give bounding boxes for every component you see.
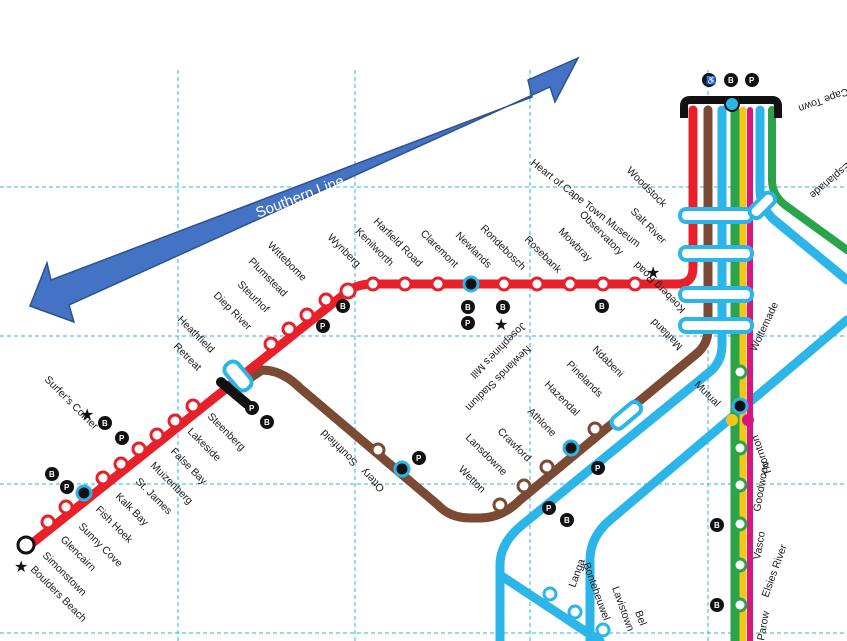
station-bonteheuwel-dot[interactable] bbox=[569, 606, 581, 618]
svg-text:B: B bbox=[340, 302, 346, 311]
station-lansdowne-dot[interactable] bbox=[518, 480, 530, 492]
station-claremont-dot[interactable] bbox=[432, 278, 444, 290]
label-surfers-corner: Surfer's Corner bbox=[42, 374, 101, 433]
svg-text:P: P bbox=[320, 322, 326, 331]
svg-text:B: B bbox=[714, 601, 720, 610]
label-ndabeni: Ndabeni bbox=[590, 344, 626, 380]
station-thornton-dot[interactable] bbox=[734, 442, 746, 454]
station-parow-dot[interactable] bbox=[734, 599, 746, 611]
station-goodwood-dot[interactable] bbox=[734, 479, 746, 491]
svg-text:P: P bbox=[749, 76, 755, 85]
station-plumstead-dot[interactable] bbox=[301, 309, 313, 321]
station-diep-river-dot[interactable] bbox=[265, 338, 277, 350]
svg-text:B: B bbox=[500, 303, 506, 312]
station-wetton-dot[interactable] bbox=[494, 499, 506, 511]
label-lavistown: Lavistown bbox=[609, 585, 636, 633]
cape-town-station[interactable] bbox=[725, 97, 739, 111]
svg-text:P: P bbox=[64, 483, 70, 492]
interchange-maitland[interactable] bbox=[680, 319, 752, 332]
station-vasco-dot[interactable] bbox=[734, 518, 746, 530]
station-false-bay-dot[interactable] bbox=[151, 429, 163, 441]
station-kalk-bay-dot[interactable] bbox=[97, 472, 109, 484]
label-mutual: Mutual bbox=[692, 379, 723, 410]
label-cape-town: Cape Town bbox=[797, 85, 847, 114]
station-harfield-dot[interactable] bbox=[399, 278, 411, 290]
station-simonstown-dot[interactable] bbox=[18, 537, 34, 553]
station-st-james-dot[interactable] bbox=[115, 458, 127, 470]
svg-text:P: P bbox=[249, 404, 255, 413]
station-athlone-dot[interactable] bbox=[564, 441, 578, 455]
station-rondebosch-dot[interactable] bbox=[498, 278, 510, 290]
station-steenberg-dot[interactable] bbox=[187, 400, 199, 412]
label-vasco: Vasco bbox=[751, 530, 768, 560]
station-mutual-dot[interactable] bbox=[733, 399, 747, 413]
svg-text:B: B bbox=[49, 470, 55, 479]
label-crawford: Crawford bbox=[495, 426, 534, 465]
southern-stations bbox=[42, 278, 641, 528]
station-langa-dot[interactable] bbox=[544, 588, 556, 600]
station-newlands-dot[interactable] bbox=[464, 277, 478, 291]
label-ottery: Ottery bbox=[358, 465, 387, 494]
southern-line bbox=[30, 110, 693, 545]
label-wetton: Wetton bbox=[456, 464, 488, 496]
svg-text:B: B bbox=[465, 303, 471, 312]
interchange-salt-river[interactable] bbox=[680, 247, 752, 260]
svg-text:B: B bbox=[564, 516, 570, 525]
station-steurhof-dot[interactable] bbox=[283, 323, 295, 335]
northern-line bbox=[735, 110, 847, 641]
station-woltemade-dot[interactable] bbox=[734, 366, 746, 378]
label-hazendal: Hazendal bbox=[542, 379, 582, 419]
station-sunny-cove-dot[interactable] bbox=[60, 501, 72, 513]
station-elsies-river-dot[interactable] bbox=[734, 559, 746, 571]
label-pinelands: Pinelands bbox=[564, 359, 605, 400]
station-muizenberg-dot[interactable] bbox=[133, 443, 145, 455]
station-hazendal-dot[interactable] bbox=[589, 423, 601, 435]
svg-text:P: P bbox=[465, 319, 471, 328]
svg-text:B: B bbox=[728, 76, 734, 85]
star-icon: ★ bbox=[494, 317, 508, 334]
label-esplanade: Esplanade bbox=[807, 160, 847, 201]
station-ottery-dot[interactable] bbox=[395, 462, 409, 476]
station-fish-hoek-dot[interactable] bbox=[77, 486, 91, 500]
station-observatory-dot[interactable] bbox=[597, 278, 609, 290]
station-woodstock-dot[interactable] bbox=[629, 278, 641, 290]
mutual-magenta-marker bbox=[742, 414, 754, 426]
southern-major-stations bbox=[77, 277, 478, 500]
station-mowbray-dot[interactable] bbox=[564, 278, 576, 290]
svg-text:♿: ♿ bbox=[706, 75, 716, 85]
station-glencairn-dot[interactable] bbox=[42, 516, 54, 528]
svg-text:P: P bbox=[546, 504, 552, 513]
label-parow: Parow bbox=[755, 610, 772, 641]
svg-text:P: P bbox=[416, 454, 422, 463]
interchange-observatory[interactable] bbox=[680, 288, 752, 301]
station-crawford-dot[interactable] bbox=[541, 461, 553, 473]
interchange-woodstock[interactable] bbox=[680, 209, 752, 222]
label-goodwood: Goodwood bbox=[751, 460, 772, 512]
mutual-yellow-marker bbox=[726, 414, 738, 426]
label-bonteheuwel: Bonteheuwel bbox=[580, 561, 612, 622]
station-lakeside-dot[interactable] bbox=[169, 415, 181, 427]
svg-text:B: B bbox=[714, 521, 720, 530]
cape-flats-labels: Southfield Ottery Wetton Lansdowne Crawf… bbox=[318, 259, 688, 496]
svg-text:P: P bbox=[595, 464, 601, 473]
svg-text:P: P bbox=[119, 434, 125, 443]
star-icon: ★ bbox=[14, 559, 28, 576]
station-lavistown-dot[interactable] bbox=[597, 624, 609, 636]
svg-text:B: B bbox=[102, 419, 108, 428]
station-wynberg-dot[interactable] bbox=[341, 284, 355, 298]
label-mowbray: Mowbray bbox=[556, 226, 595, 265]
svg-text:B: B bbox=[264, 418, 270, 427]
station-kenilworth-dot[interactable] bbox=[367, 278, 379, 290]
station-rosebank-dot[interactable] bbox=[531, 278, 543, 290]
station-southfield-dot[interactable] bbox=[372, 444, 384, 456]
label-claremont: Claremont bbox=[418, 228, 461, 271]
svg-text:B: B bbox=[599, 302, 605, 311]
station-wittebome-dot[interactable] bbox=[320, 294, 332, 306]
label-rosebank: Rosebank bbox=[522, 234, 564, 276]
southern-labels: Heart of Cape Town Museum Woodstock Salt… bbox=[28, 157, 670, 625]
